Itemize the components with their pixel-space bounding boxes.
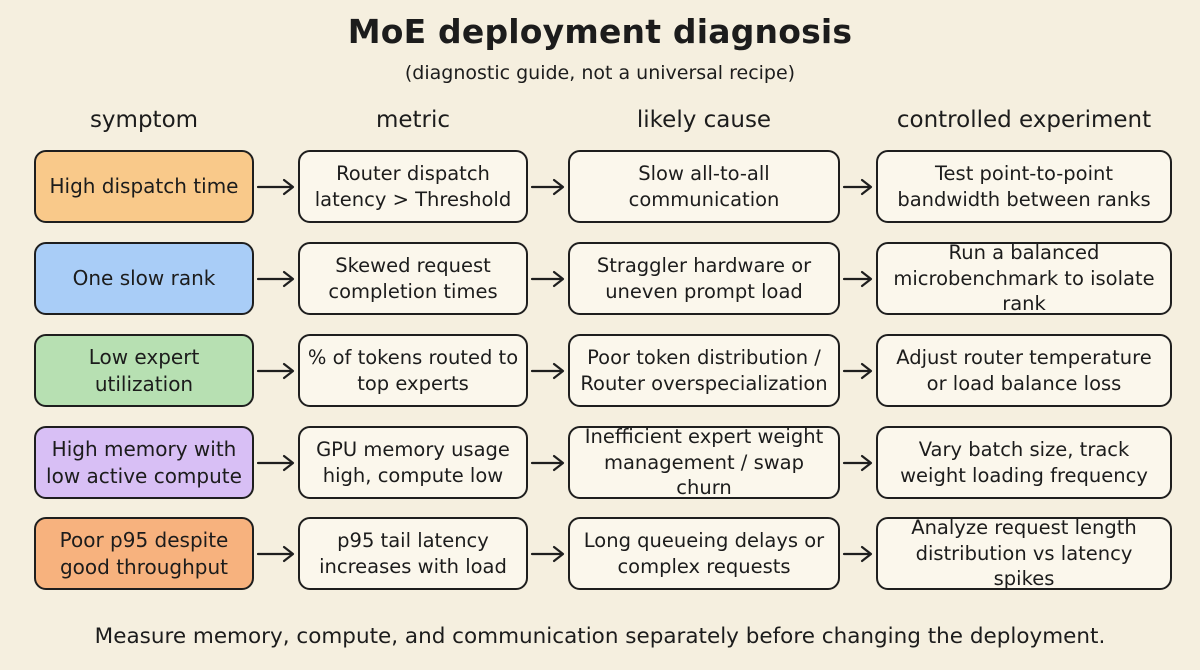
cause-box: Inefficient expert weight management / s… bbox=[568, 424, 840, 500]
symptom-box: High dispatch time bbox=[34, 150, 254, 223]
arrow-right-icon bbox=[842, 362, 873, 380]
experiment-text: Adjust router temperature or load balanc… bbox=[896, 345, 1152, 395]
experiment-text: Vary batch size, track weight loading fr… bbox=[900, 437, 1148, 487]
metric-box: % of tokens routed to top experts bbox=[298, 334, 528, 407]
symptom-text: One slow rank bbox=[72, 266, 216, 291]
metric-text: Skewed request completion times bbox=[328, 253, 498, 303]
arrow-right-icon bbox=[530, 178, 565, 196]
arrow-right-icon bbox=[530, 545, 565, 563]
cause-text: Poor token distribution / Router overspe… bbox=[580, 345, 828, 395]
cause-box: Poor token distribution / Router overspe… bbox=[568, 334, 840, 407]
symptom-box: Poor p95 despite good throughput bbox=[34, 517, 254, 590]
experiment-box: Vary batch size, track weight loading fr… bbox=[876, 426, 1172, 499]
column-header-metric: metric bbox=[375, 107, 451, 133]
footer-note: Measure memory, compute, and communicati… bbox=[94, 624, 1106, 649]
metric-box: p95 tail latency increases with load bbox=[298, 517, 528, 590]
cause-box: Slow all-to-all communication bbox=[568, 150, 840, 223]
arrow-right-icon bbox=[842, 545, 873, 563]
arrow-right-icon bbox=[530, 454, 565, 472]
symptom-text: High dispatch time bbox=[49, 174, 239, 199]
metric-text: GPU memory usage high, compute low bbox=[316, 437, 510, 487]
arrow-right-icon bbox=[842, 454, 873, 472]
page-title: MoE deployment diagnosis bbox=[347, 12, 853, 51]
experiment-box: Run a balanced microbenchmark to isolate… bbox=[876, 240, 1172, 316]
metric-text: Router dispatch latency > Threshold bbox=[314, 161, 512, 211]
cause-text: Straggler hardware or uneven prompt load bbox=[596, 253, 812, 303]
symptom-text: Poor p95 despite good throughput bbox=[59, 527, 229, 579]
symptom-box: High memory with low active compute bbox=[34, 426, 254, 499]
experiment-box: Adjust router temperature or load balanc… bbox=[876, 334, 1172, 407]
metric-box: Skewed request completion times bbox=[298, 242, 528, 315]
arrow-right-icon bbox=[256, 362, 295, 380]
cause-text: Slow all-to-all communication bbox=[628, 161, 780, 211]
symptom-box: Low expert utilization bbox=[34, 334, 254, 407]
experiment-text: Analyze request length distribution vs l… bbox=[911, 515, 1137, 591]
metric-box: Router dispatch latency > Threshold bbox=[298, 150, 528, 223]
experiment-text: Test point-to-point bandwidth between ra… bbox=[897, 161, 1151, 211]
column-header-symptom: symptom bbox=[89, 107, 199, 133]
arrow-right-icon bbox=[842, 178, 873, 196]
arrow-right-icon bbox=[530, 362, 565, 380]
experiment-box: Analyze request length distribution vs l… bbox=[876, 515, 1172, 591]
experiment-text: Run a balanced microbenchmark to isolate… bbox=[893, 240, 1155, 316]
arrow-right-icon bbox=[256, 178, 295, 196]
cause-box: Straggler hardware or uneven prompt load bbox=[568, 242, 840, 315]
cause-text: Long queueing delays or complex requests bbox=[583, 528, 825, 578]
arrow-right-icon bbox=[256, 270, 295, 288]
arrow-right-icon bbox=[842, 270, 873, 288]
page-subtitle: (diagnostic guide, not a universal recip… bbox=[404, 62, 796, 84]
experiment-box: Test point-to-point bandwidth between ra… bbox=[876, 150, 1172, 223]
metric-box: GPU memory usage high, compute low bbox=[298, 426, 528, 499]
metric-text: p95 tail latency increases with load bbox=[319, 528, 507, 578]
symptom-text: High memory with low active compute bbox=[46, 436, 242, 488]
metric-text: % of tokens routed to top experts bbox=[307, 345, 519, 395]
arrow-right-icon bbox=[530, 270, 565, 288]
column-header-likely-cause: likely cause bbox=[636, 107, 772, 133]
cause-box: Long queueing delays or complex requests bbox=[568, 517, 840, 590]
column-header-controlled-experiment: controlled experiment bbox=[896, 107, 1152, 133]
symptom-box: One slow rank bbox=[34, 242, 254, 315]
cause-text: Inefficient expert weight management / s… bbox=[584, 424, 824, 500]
arrow-right-icon bbox=[256, 545, 295, 563]
arrow-right-icon bbox=[256, 454, 295, 472]
symptom-text: Low expert utilization bbox=[88, 344, 200, 396]
